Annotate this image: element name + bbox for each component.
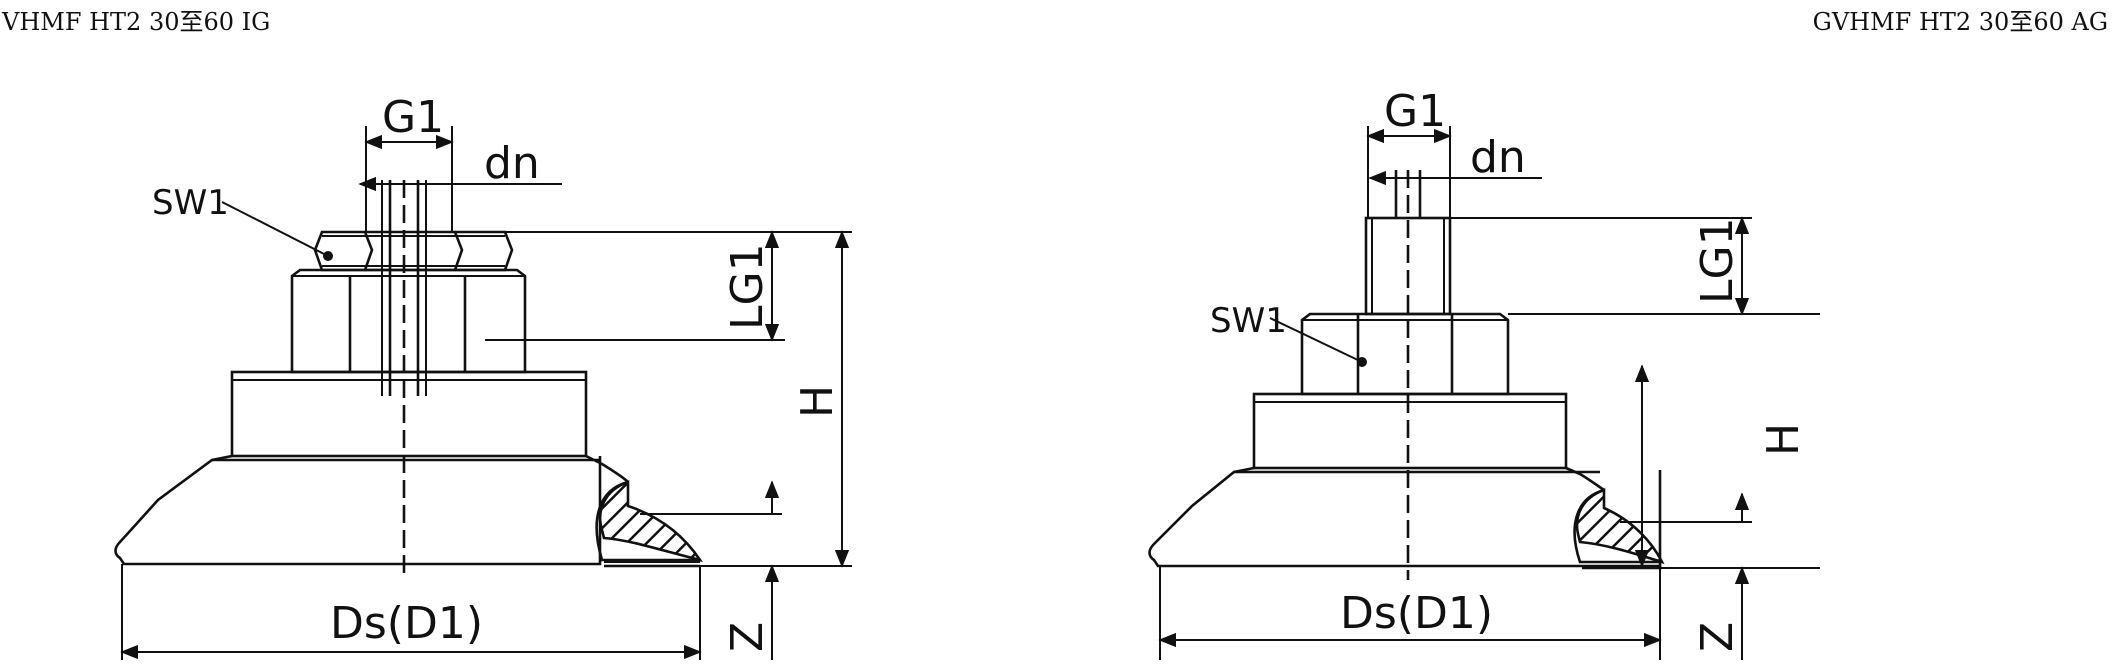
right-hex-body xyxy=(1300,312,1510,396)
left-label-sw1: SW1 xyxy=(152,183,229,223)
right-label-ds-d1: Ds(D1) xyxy=(1340,588,1493,639)
right-suction-cup-outline xyxy=(1148,466,1662,568)
left-view: G1 dn SW1 LG1 H Ds(D1) Z xyxy=(114,92,852,660)
left-cup-lip-section xyxy=(598,480,703,563)
right-cup-lip-section xyxy=(1575,488,1665,565)
left-hex-nut xyxy=(313,230,514,272)
left-label-z: Z xyxy=(722,622,773,652)
left-hex-body xyxy=(290,268,527,374)
left-label-dn: dn xyxy=(484,138,540,189)
right-label-lg1: LG1 xyxy=(1692,217,1743,304)
right-view: G1 dn SW1 LG1 H Ds(D1) Z xyxy=(1148,86,1820,660)
left-label-lg1: LG1 xyxy=(722,243,773,330)
left-label-g1: G1 xyxy=(382,92,444,143)
left-drawing-title: VHMF HT2 30至60 IG xyxy=(2,8,271,36)
right-base-plate xyxy=(1252,392,1568,470)
right-label-sw1: SW1 xyxy=(1210,301,1287,341)
right-label-dn: dn xyxy=(1470,132,1526,183)
right-label-z: Z xyxy=(1692,622,1743,652)
left-label-h: H xyxy=(792,385,843,418)
left-label-ds-d1: Ds(D1) xyxy=(330,598,483,649)
left-base-plate xyxy=(230,370,588,458)
left-suction-cup-outline xyxy=(114,454,602,566)
right-label-h: H xyxy=(1758,423,1809,456)
right-drawing-title: GVHMF HT2 30至60 AG xyxy=(1812,8,2108,36)
right-label-g1: G1 xyxy=(1384,86,1446,137)
